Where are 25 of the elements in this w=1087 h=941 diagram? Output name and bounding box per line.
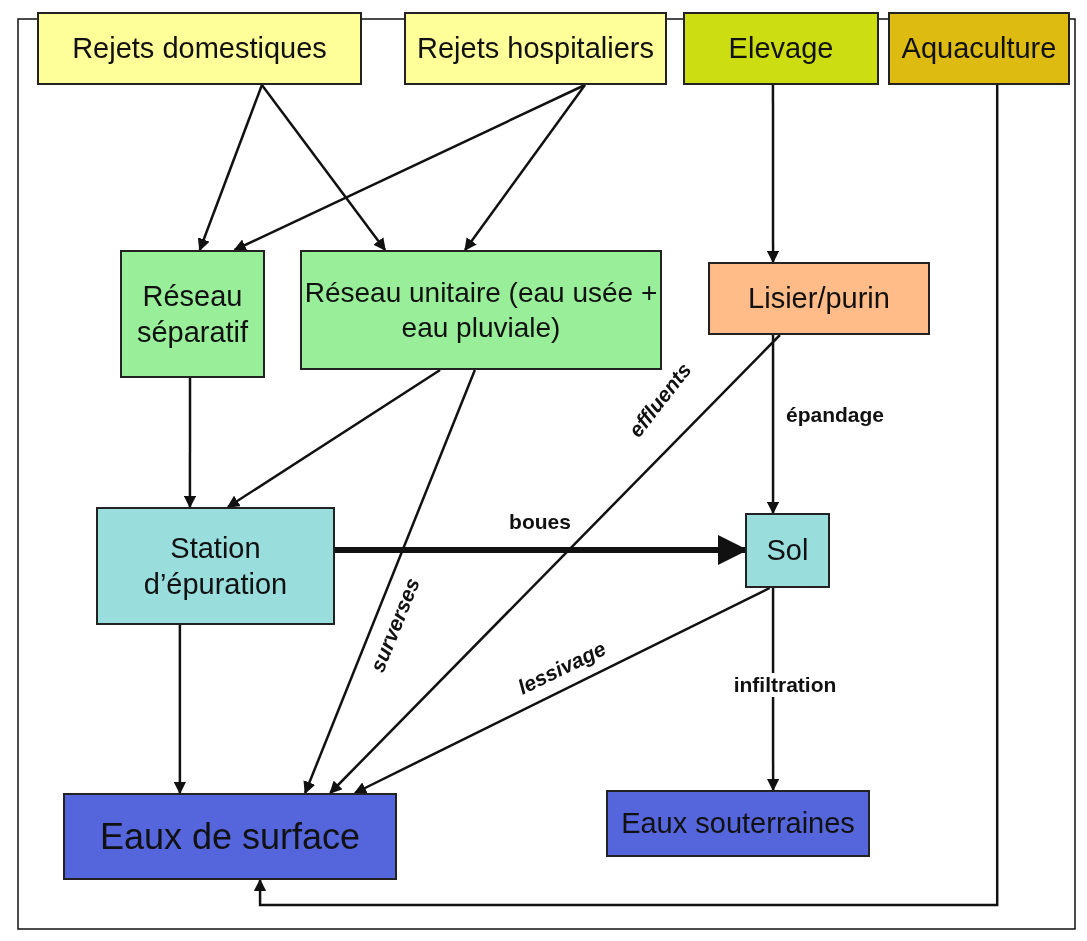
process-box: Aquaculture xyxy=(888,12,1070,85)
arrow xyxy=(173,625,187,795)
arrow xyxy=(329,334,781,794)
arrow xyxy=(226,368,441,509)
arrow xyxy=(260,84,387,251)
process-box: Rejets hospitaliers xyxy=(404,12,667,85)
process-box: Réseau séparatif xyxy=(120,250,265,378)
arrow xyxy=(253,85,999,907)
arrow xyxy=(353,586,771,795)
arrow xyxy=(464,84,586,251)
process-box: Réseau unitaire (eau usée + eau pluviale) xyxy=(300,250,662,370)
arrow xyxy=(766,588,780,792)
arrow xyxy=(303,369,476,795)
process-box: Sol xyxy=(745,513,830,588)
process-box: Rejets domestiques xyxy=(37,12,362,85)
arrow xyxy=(766,335,780,515)
arrow xyxy=(183,378,197,509)
process-box: Eaux de surface xyxy=(63,793,397,880)
arrow xyxy=(766,85,780,264)
arrow xyxy=(233,83,586,252)
process-box: Lisier/purin xyxy=(708,262,930,335)
process-box: Elevage xyxy=(683,12,879,85)
process-box: Eaux souterraines xyxy=(606,790,870,857)
process-box: Station d’épuration xyxy=(96,507,335,625)
arrow xyxy=(197,84,264,252)
